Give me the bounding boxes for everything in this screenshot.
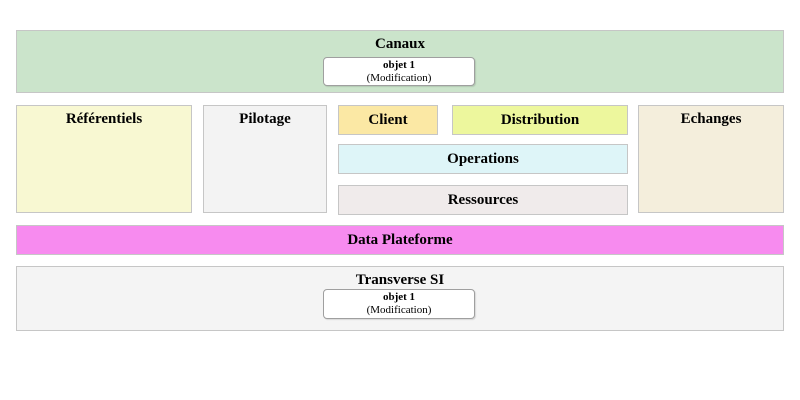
block-pilotage-label: Pilotage <box>239 111 291 127</box>
block-referentiels[interactable]: Référentiels <box>16 105 192 213</box>
block-data-plateforme[interactable]: Data Plateforme <box>16 225 784 255</box>
transverse-si-objet-card[interactable]: objet 1 (Modification) <box>323 289 475 319</box>
block-ressources[interactable]: Ressources <box>338 185 628 215</box>
block-operations[interactable]: Operations <box>338 144 628 174</box>
block-operations-label: Operations <box>447 150 519 167</box>
block-ressources-label: Ressources <box>447 191 519 208</box>
block-transverse-si[interactable]: Transverse SI objet 1 (Modification) <box>16 266 784 331</box>
transverse-si-objet-title: objet 1 <box>382 291 416 303</box>
block-canaux-label: Canaux <box>374 36 426 52</box>
block-pilotage[interactable]: Pilotage <box>203 105 327 213</box>
canaux-objet-card[interactable]: objet 1 (Modification) <box>323 57 475 86</box>
block-canaux[interactable]: Canaux objet 1 (Modification) <box>16 30 784 93</box>
block-distribution[interactable]: Distribution <box>452 105 628 135</box>
block-client[interactable]: Client <box>338 105 438 135</box>
canaux-objet-title: objet 1 <box>382 59 416 71</box>
transverse-si-objet-subtitle: (Modification) <box>366 304 432 316</box>
block-client-label: Client <box>368 111 408 128</box>
block-distribution-label: Distribution <box>500 111 580 128</box>
canaux-objet-subtitle: (Modification) <box>366 72 432 84</box>
block-echanges-label: Echanges <box>680 111 742 127</box>
block-data-plateforme-label: Data Plateforme <box>347 231 453 248</box>
block-transverse-si-label: Transverse SI <box>355 272 445 288</box>
block-referentiels-label: Référentiels <box>65 111 143 127</box>
block-echanges[interactable]: Echanges <box>638 105 784 213</box>
